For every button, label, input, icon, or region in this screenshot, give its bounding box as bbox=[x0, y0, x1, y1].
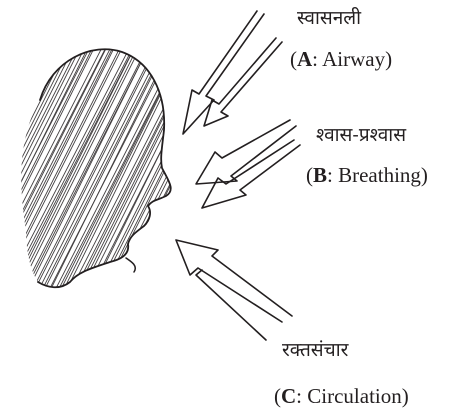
hatch-stroke bbox=[186, 42, 314, 300]
hatch-stroke bbox=[162, 46, 292, 300]
hatch-stroke bbox=[0, 40, 40, 300]
hatch-stroke bbox=[59, 40, 188, 300]
hatch-stroke bbox=[50, 44, 181, 300]
breathing-letter: B bbox=[313, 163, 327, 187]
airway-letter: A bbox=[297, 47, 312, 71]
hatch-stroke bbox=[0, 45, 25, 300]
hatch-stroke bbox=[78, 42, 206, 300]
hatch-stroke bbox=[39, 45, 168, 300]
breathing-hindi-label: श्वास-प्रश्वास bbox=[316, 123, 406, 147]
arrow-breathing bbox=[196, 120, 300, 208]
hatch-stroke bbox=[104, 44, 234, 300]
circulation-hindi-label: रक्तसंचार bbox=[282, 338, 348, 362]
breathing-english-label: (B: Breathing) bbox=[306, 162, 428, 188]
hatch-stroke bbox=[0, 43, 54, 300]
hatch-stroke bbox=[0, 40, 30, 300]
airway-close-paren: ) bbox=[385, 47, 392, 71]
arrow-circulation bbox=[176, 240, 292, 340]
hatch-stroke bbox=[194, 41, 325, 300]
hatch-stroke bbox=[113, 42, 242, 300]
breathing-close-paren: ) bbox=[421, 163, 428, 187]
hatch-stroke bbox=[0, 43, 16, 300]
airway-hindi-label: स्वासनली bbox=[297, 6, 361, 30]
airway-open-paren: ( bbox=[290, 47, 297, 71]
arrow-airway bbox=[183, 11, 282, 134]
hatch-stroke bbox=[175, 42, 306, 300]
jaw-line bbox=[126, 258, 135, 272]
airway-english-label: (A: Airway) bbox=[290, 46, 392, 72]
hatch-stroke bbox=[0, 41, 32, 300]
circulation-close-paren: ) bbox=[402, 384, 409, 408]
breathing-open-paren: ( bbox=[306, 163, 313, 187]
hatch-stroke bbox=[0, 45, 17, 300]
hatch-stroke bbox=[116, 45, 244, 300]
circulation-open-paren: ( bbox=[274, 384, 281, 408]
hatch-stroke bbox=[190, 46, 320, 300]
hatch-stroke bbox=[168, 40, 298, 300]
hatch-stroke bbox=[2, 45, 134, 300]
hatch-stroke bbox=[119, 40, 247, 300]
hatch-stroke bbox=[159, 45, 290, 300]
circulation-english-label: (C: Circulation) bbox=[274, 383, 409, 409]
hatch-stroke bbox=[0, 42, 23, 300]
hatch-stroke bbox=[18, 44, 149, 300]
hatch-stroke bbox=[27, 43, 157, 300]
hatch-stroke bbox=[185, 44, 317, 300]
hatch-stroke bbox=[72, 40, 202, 300]
airway-term: : Airway bbox=[312, 47, 385, 71]
hatch-stroke bbox=[62, 40, 190, 300]
hatch-stroke bbox=[0, 43, 10, 300]
breathing-term: : Breathing bbox=[327, 163, 421, 187]
circulation-letter: C bbox=[281, 384, 296, 408]
hatch-stroke bbox=[0, 41, 11, 300]
hatch-stroke bbox=[0, 46, 48, 300]
hatch-stroke bbox=[34, 45, 164, 300]
hatch-stroke bbox=[0, 42, 73, 300]
circulation-term: : Circulation bbox=[296, 384, 402, 408]
hatch-stroke bbox=[146, 44, 278, 300]
hatch-stroke bbox=[107, 46, 236, 300]
